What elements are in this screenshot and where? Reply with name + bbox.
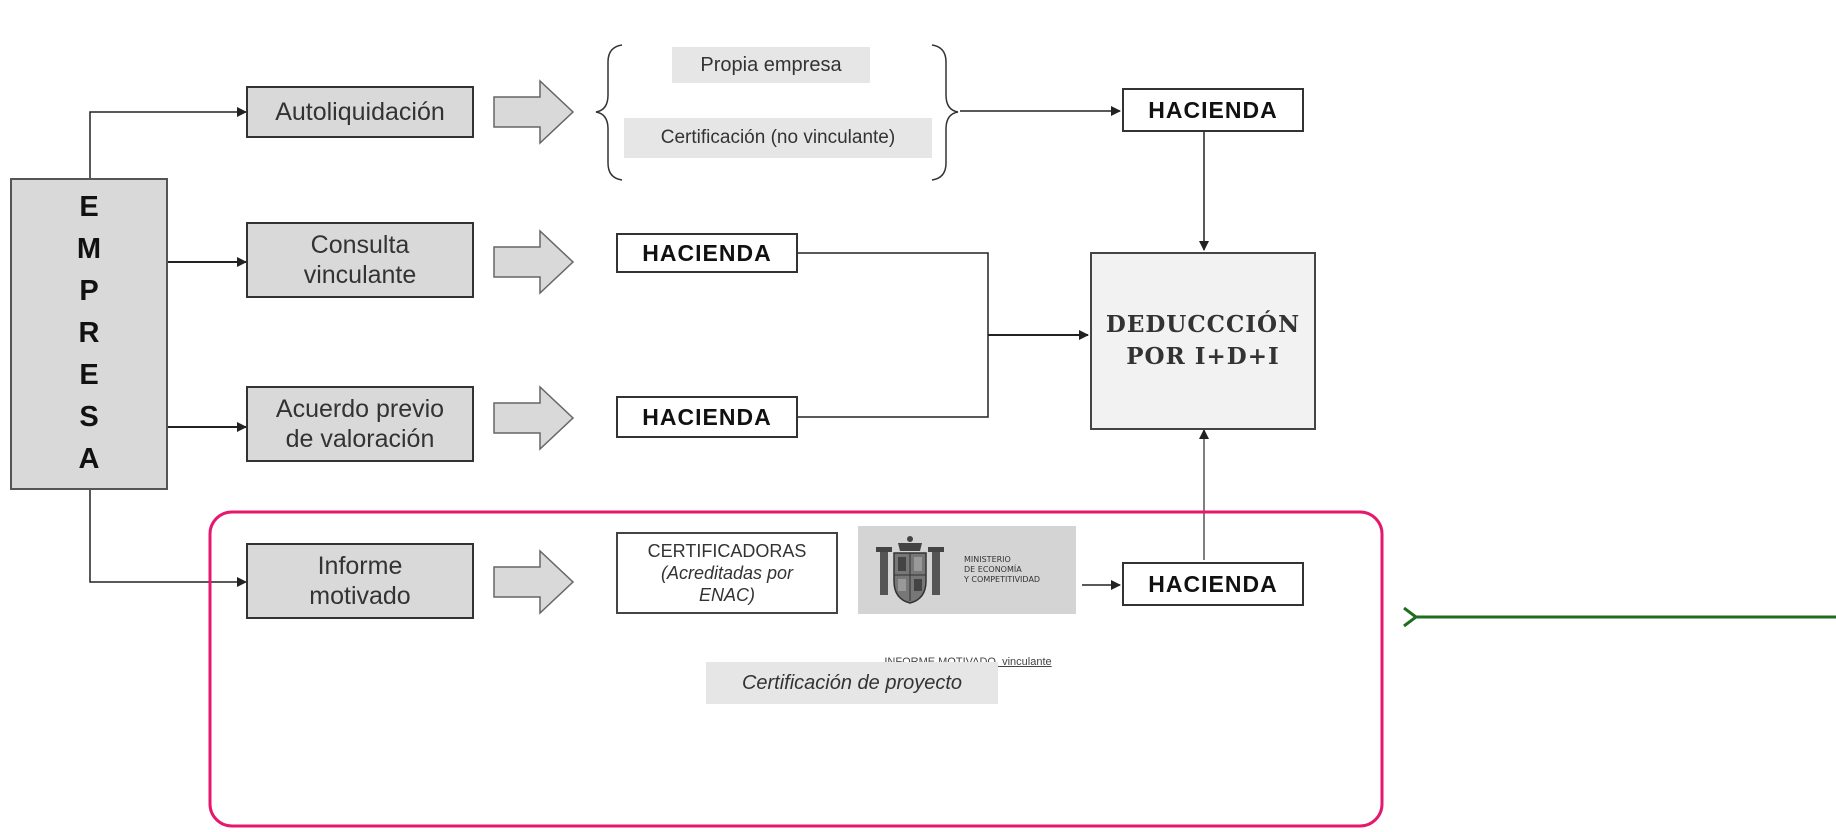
hacienda-box-consulta: HACIENDA	[616, 233, 798, 273]
hacienda-box-autoliquidacion: HACIENDA	[1122, 88, 1304, 132]
empresa-letter: A	[78, 443, 100, 475]
certificacion-proyecto-label: Certificación de proyecto	[706, 662, 998, 704]
line-empresa-autoliquidacion	[89, 107, 247, 180]
step-informe-line2: motivado	[309, 582, 411, 610]
empresa-letter: M	[76, 233, 102, 265]
right-brace	[931, 44, 959, 181]
hacienda-box-informe: HACIENDA	[1122, 562, 1304, 606]
option-propia-empresa-label: Propia empresa	[700, 53, 842, 76]
empresa-letter: E	[79, 359, 99, 391]
line-hacienda-consulta	[798, 252, 989, 335]
option-propia-empresa: Propia empresa	[672, 47, 870, 83]
ministerio-logo: MINISTERIO DE ECONOMÍA Y COMPETITIVIDAD	[858, 526, 1076, 614]
block-arrows	[493, 79, 575, 615]
step-informe-line1: Informe	[317, 552, 403, 580]
line-empresa-informe	[89, 490, 247, 587]
hacienda-box-acuerdo: HACIENDA	[616, 396, 798, 438]
hacienda-label: HACIENDA	[1148, 570, 1278, 597]
ministerio-line1: MINISTERIO	[964, 555, 1011, 564]
certificadoras-line2: (Acreditadas por	[660, 563, 794, 583]
step-consulta-vinculante: Consulta vinculante	[246, 222, 474, 298]
deduccion-box: DEDUCCCIÓN POR I+D+I	[1090, 252, 1316, 430]
hacienda-label: HACIENDA	[1148, 96, 1278, 123]
empresa-letter: S	[79, 401, 99, 433]
block-arrow-4	[493, 549, 575, 615]
step-acuerdo-previo: Acuerdo previo de valoración	[246, 386, 474, 462]
line-hacienda-acuerdo	[798, 335, 989, 418]
highlight-frame	[208, 510, 1384, 828]
step-consulta-line2: vinculante	[303, 261, 417, 289]
step-autoliquidacion: Autoliquidación	[246, 86, 474, 138]
step-informe-motivado: Informe motivado	[246, 543, 474, 619]
step-acuerdo-line2: de valoración	[285, 425, 435, 453]
hacienda-label: HACIENDA	[642, 403, 772, 430]
step-consulta-line1: Consulta	[310, 231, 410, 259]
block-arrow-3	[493, 385, 575, 451]
deduccion-line1: DEDUCCCIÓN	[1105, 311, 1301, 338]
ministerio-line2: DE ECONOMÍA	[964, 565, 1022, 574]
empresa-letter: P	[79, 275, 99, 307]
step-autoliquidacion-label: Autoliquidación	[275, 98, 445, 126]
ministerio-line3: Y COMPETITIVIDAD	[964, 575, 1041, 584]
block-arrow-2	[493, 229, 575, 295]
step-acuerdo-line1: Acuerdo previo	[275, 395, 445, 423]
empresa-letter: E	[79, 191, 99, 223]
coat-of-arms-icon	[876, 536, 944, 604]
deduccion-line2: POR I+D+I	[1126, 343, 1280, 370]
hacienda-label: HACIENDA	[642, 239, 772, 266]
block-arrow-1	[493, 79, 575, 145]
certificadoras-box: CERTIFICADORAS (Acreditadas por ENAC)	[616, 532, 838, 614]
ministerio-text: MINISTERIO DE ECONOMÍA Y COMPETITIVIDAD	[964, 555, 1040, 585]
empresa-letter: R	[78, 317, 100, 349]
left-brace	[595, 44, 623, 181]
certificadoras-line3: ENAC)	[698, 585, 755, 605]
certificadoras-title: CERTIFICADORAS	[647, 541, 807, 561]
certificacion-proyecto-text: Certificación de proyecto	[741, 671, 963, 694]
option-certificacion-no-vinculante: Certificación (no vinculante)	[624, 118, 932, 158]
option-certificacion-label: Certificación (no vinculante)	[660, 127, 896, 148]
empresa-box: E M P R E S A	[10, 178, 168, 490]
